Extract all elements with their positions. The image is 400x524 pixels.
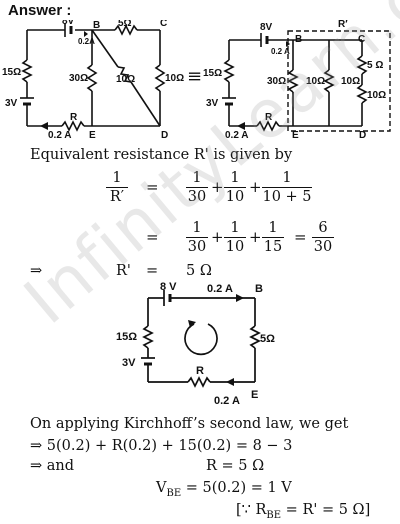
- c2-emf3-label: 3V: [206, 98, 219, 109]
- kirchhoff-equation: ⇒ 5(0.2) + R(0.2) + 15(0.2) = 8 − 3: [30, 438, 293, 454]
- c3-current-bottom: 0.2 A: [214, 395, 240, 407]
- eq3-equals: =: [146, 263, 159, 279]
- and-implies: ⇒ and: [30, 458, 75, 474]
- answer-heading: Answer :: [8, 2, 72, 19]
- kirchhoff-text: On applying Kirchhoff’s second law, we g…: [30, 416, 349, 432]
- eq3-rhs: 5 Ω: [186, 263, 212, 279]
- c2-node-d: D: [359, 130, 366, 141]
- c1-r5-label: 5Ω: [118, 20, 132, 29]
- c2-node-c: C: [358, 34, 365, 45]
- c2-rprime-label: R′: [338, 19, 348, 30]
- circuit-diagram-2: 8V B R′ C 0.2 A 15Ω 3V 30Ω 10Ω 10Ω 5 Ω 1…: [203, 19, 391, 141]
- eq3-implies: ⇒: [30, 263, 43, 279]
- c1-r15-label: 15Ω: [2, 67, 21, 78]
- c3-r-label: R: [196, 365, 204, 377]
- c3-emf-label: 8 V: [160, 281, 177, 293]
- c2-r30-label: 30Ω: [267, 76, 286, 87]
- c1-node-e: E: [89, 130, 96, 140]
- c2-emf-label: 8V: [260, 22, 273, 33]
- c3-r5-label: 5Ω: [260, 333, 275, 345]
- c1-current-bottom: 0.2 A: [48, 130, 72, 140]
- eq3-lhs: R': [116, 263, 131, 279]
- c3-current-top: 0.2 A: [207, 283, 233, 295]
- c1-r10-diag-label: 10Ω: [116, 74, 135, 85]
- circuit-diagram-1: 8V B 5Ω C 0.2A 15Ω 3V 30Ω 10Ω 10Ω R 0.2 …: [2, 20, 184, 140]
- circuit-diagram-3: 8 V 0.2 A B 15Ω 5Ω 3V R E 0.2 A: [116, 281, 275, 407]
- r-value: R = 5 Ω: [206, 458, 265, 474]
- c2-current-bottom: 0.2 A: [225, 130, 249, 141]
- c3-emf3-label: 3V: [122, 357, 136, 369]
- c2-current-top: 0.2 A: [271, 47, 290, 56]
- c1-r30-label: 30Ω: [69, 73, 88, 84]
- c1-node-c: C: [160, 20, 167, 29]
- c1-r-label: R: [70, 112, 78, 123]
- equivalent-resistance-text: Equivalent resistance R' is given by: [30, 147, 293, 163]
- vbe-equation: VBE = 5(0.2) = 1 V: [156, 480, 292, 499]
- c2-r10b-label: 10Ω: [341, 76, 360, 87]
- c1-node-d: D: [161, 130, 168, 140]
- c2-r10a-label: 10Ω: [306, 76, 325, 87]
- c1-node-b: B: [93, 20, 100, 31]
- c1-r10-label: 10Ω: [165, 73, 184, 84]
- c3-r15-label: 15Ω: [116, 331, 137, 343]
- c1-emf-label: 8V: [62, 20, 75, 27]
- eq1-equals: =: [146, 178, 159, 196]
- eq2-equals: =: [146, 228, 159, 246]
- c3-node-b: B: [255, 283, 263, 295]
- eq1-plus1: +: [211, 178, 224, 196]
- c2-r15-label: 15Ω: [203, 68, 222, 79]
- c2-r-label: R: [265, 112, 273, 123]
- c3-node-e: E: [251, 389, 258, 401]
- equivalent-sign: ≡: [187, 66, 203, 87]
- c2-node-e: E: [292, 130, 299, 141]
- eq1-plus2: +: [249, 178, 262, 196]
- eq2-plus2: +: [249, 228, 262, 246]
- eq2-plus1: +: [211, 228, 224, 246]
- c2-r5-label: 5 Ω: [367, 60, 383, 71]
- since-note: [∵ RBE = R' = 5 Ω]: [236, 502, 371, 521]
- c2-node-b: B: [295, 34, 302, 45]
- c1-current-top: 0.2A: [78, 37, 95, 46]
- c1-emf3-label: 3V: [5, 98, 18, 109]
- c2-r10c-label: 10Ω: [367, 90, 386, 101]
- eq2-equals2: =: [294, 228, 307, 246]
